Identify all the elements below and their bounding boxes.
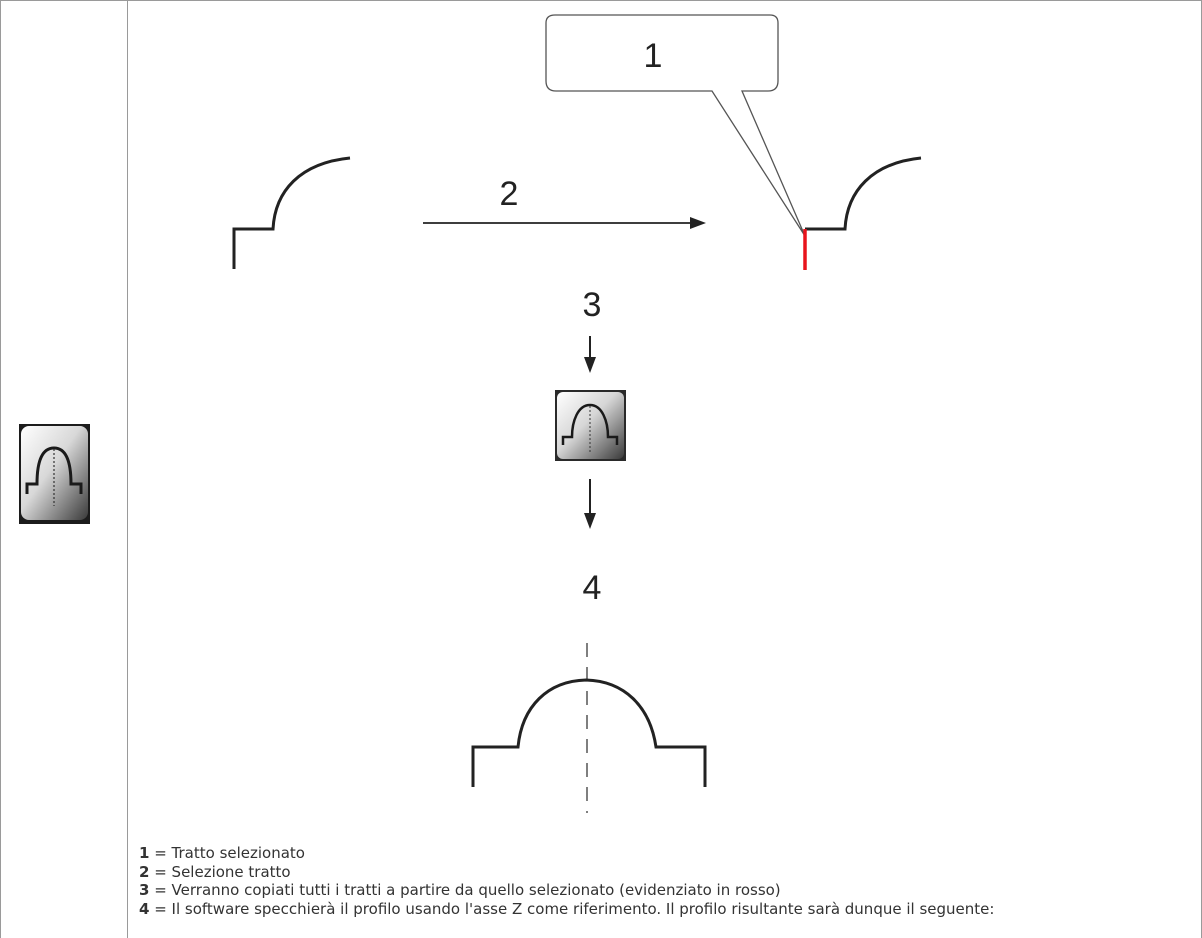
callout-label: 1 <box>644 37 663 75</box>
source-profile <box>232 156 351 269</box>
legend-item: 3 = Verranno copiati tutti i tratti a pa… <box>139 881 781 899</box>
arrow-label: 2 <box>500 175 519 213</box>
legend-list: 1 = Tratto selezionato 2 = Selezione tra… <box>139 844 994 918</box>
legend-item: 2 = Selezione tratto <box>139 862 291 881</box>
legend-item: 4 = Il software specchierà il profilo us… <box>139 899 995 918</box>
mirror-tool-icon <box>555 390 626 461</box>
selected-profile <box>805 156 922 231</box>
legend-item: 1 = Tratto selezionato <box>139 844 305 862</box>
icon-cell <box>0 1 128 938</box>
callout-balloon: 1 <box>545 14 806 237</box>
step-label: 3 <box>583 286 602 324</box>
selection-arrow: 2 <box>423 175 706 229</box>
result-label: 4 <box>583 569 602 607</box>
result-profile <box>471 678 707 787</box>
mirror-diagram: 1 2 3 <box>232 14 922 813</box>
down-arrow-bottom <box>584 479 596 529</box>
mirror-profile-icon <box>19 424 90 524</box>
down-arrow-top <box>584 336 596 373</box>
